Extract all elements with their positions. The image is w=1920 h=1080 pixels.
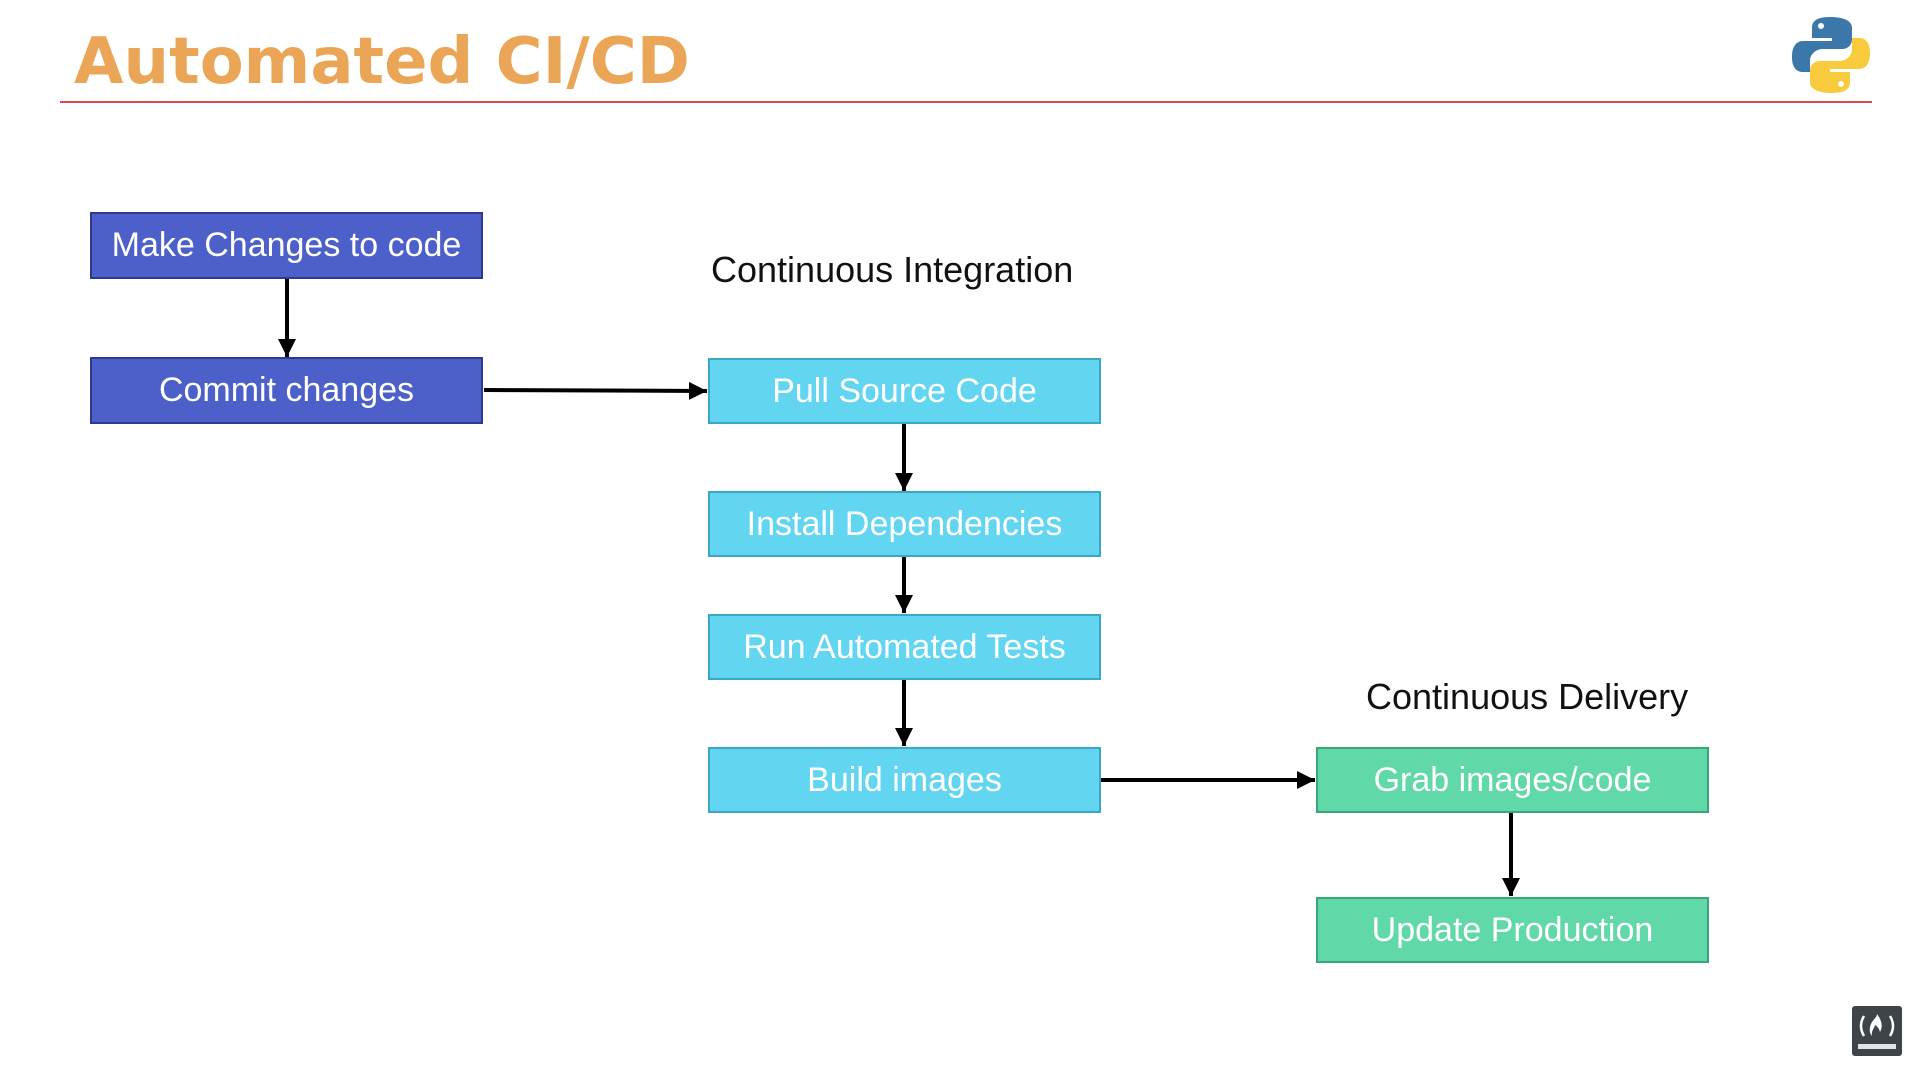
step-label: Commit changes [158, 371, 415, 409]
python-logo-icon [1792, 17, 1870, 93]
step-update-production: Update Production [1316, 897, 1709, 963]
step-build-images: Build images [708, 747, 1101, 813]
ci-section-label: Continuous Integration [711, 249, 1074, 290]
step-label: Build images [807, 760, 1002, 799]
step-make-changes: Make Changes to code [90, 212, 483, 279]
step-run-automated-tests: Run Automated Tests [708, 614, 1101, 680]
step-install-dependencies: Install Dependencies [708, 491, 1101, 557]
step-label: Run Automated Tests [743, 627, 1066, 666]
step-label: Pull Source Code [772, 371, 1037, 410]
step-label: Grab images/code [1373, 760, 1652, 799]
step-commit-changes: Commit changes [90, 357, 483, 424]
step-label: Make Changes to code [111, 226, 462, 264]
step-label: Update Production [1371, 910, 1654, 949]
slide-title: Automated CI/CD [74, 25, 690, 99]
step-label: Install Dependencies [746, 504, 1063, 543]
step-pull-source-code: Pull Source Code [708, 358, 1101, 424]
flame-icon [1858, 1014, 1896, 1049]
title-divider [60, 101, 1872, 103]
arrow-commit-to-pull [483, 381, 708, 400]
cd-section-label: Continuous Delivery [1366, 676, 1689, 717]
step-grab-images-code: Grab images/code [1316, 747, 1709, 813]
subscribe-badge-icon[interactable] [1852, 1006, 1902, 1056]
